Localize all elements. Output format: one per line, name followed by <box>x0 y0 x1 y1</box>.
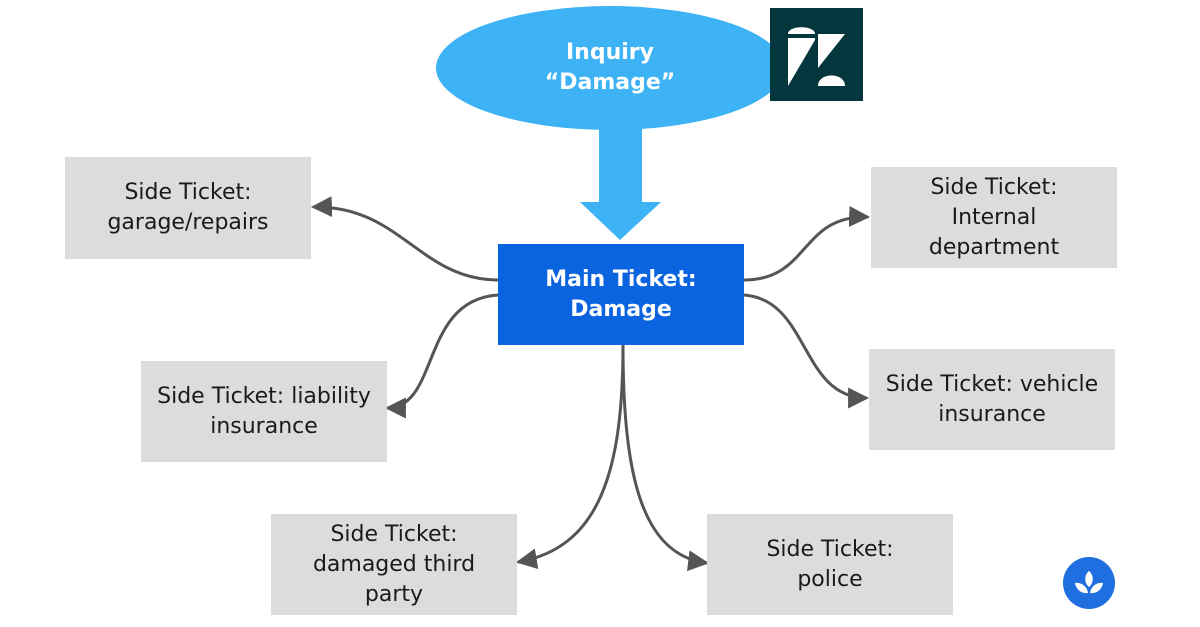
main-ticket-line1: Main Ticket: <box>545 266 697 292</box>
side-ticket-third-party: Side Ticket: damaged third party <box>271 514 517 615</box>
connector-vehicle <box>743 293 870 409</box>
connector-internal <box>743 205 871 282</box>
side-ticket-police-line2: police <box>797 566 863 592</box>
inquiry-ellipse <box>436 6 784 130</box>
main-ticket-line2: Damage <box>570 296 672 322</box>
side-ticket-liability: Side Ticket: liability insurance <box>141 361 387 462</box>
side-ticket-third-party-line1: Side Ticket: <box>330 521 458 547</box>
side-ticket-garage-line1: Side Ticket: <box>124 180 252 205</box>
connector-liability <box>384 293 499 419</box>
side-ticket-garage-line2: garage/repairs <box>107 210 269 235</box>
side-ticket-liability-line2: insurance <box>210 413 318 439</box>
side-ticket-police: Side Ticket: police <box>707 514 953 615</box>
inquiry-label-line2: “Damage” <box>544 70 676 95</box>
side-ticket-third-party-line2: damaged third <box>312 551 476 577</box>
leaf-logo-icon <box>1063 557 1115 609</box>
connector-third-party <box>515 344 625 570</box>
connector-police <box>621 344 710 572</box>
side-ticket-internal-line3: department <box>928 234 1060 260</box>
side-ticket-police-line1: Side Ticket: <box>766 536 894 562</box>
side-ticket-third-party-line3: party <box>364 581 424 607</box>
side-ticket-internal-line1: Side Ticket: <box>930 174 1058 200</box>
side-ticket-vehicle-line2: insurance <box>938 401 1046 427</box>
side-ticket-liability-line1: Side Ticket: liability <box>157 383 371 409</box>
zendesk-icon <box>788 27 845 86</box>
zendesk-logo <box>770 8 863 101</box>
side-ticket-garage: Side Ticket: garage/repairs <box>65 157 311 259</box>
main-ticket-box: Main Ticket: Damage <box>498 244 744 345</box>
inquiry-label: Inquiry “Damage” <box>497 38 723 98</box>
connector-garage <box>310 196 499 282</box>
inquiry-label-line1: Inquiry <box>566 40 654 65</box>
side-ticket-vehicle-line1: Side Ticket: vehicle <box>885 371 1099 397</box>
inquiry-down-arrow <box>580 128 661 240</box>
side-ticket-internal: Side Ticket: Internal department <box>871 167 1117 268</box>
side-ticket-vehicle: Side Ticket: vehicle insurance <box>869 349 1115 450</box>
side-ticket-internal-line2: Internal <box>951 204 1037 230</box>
